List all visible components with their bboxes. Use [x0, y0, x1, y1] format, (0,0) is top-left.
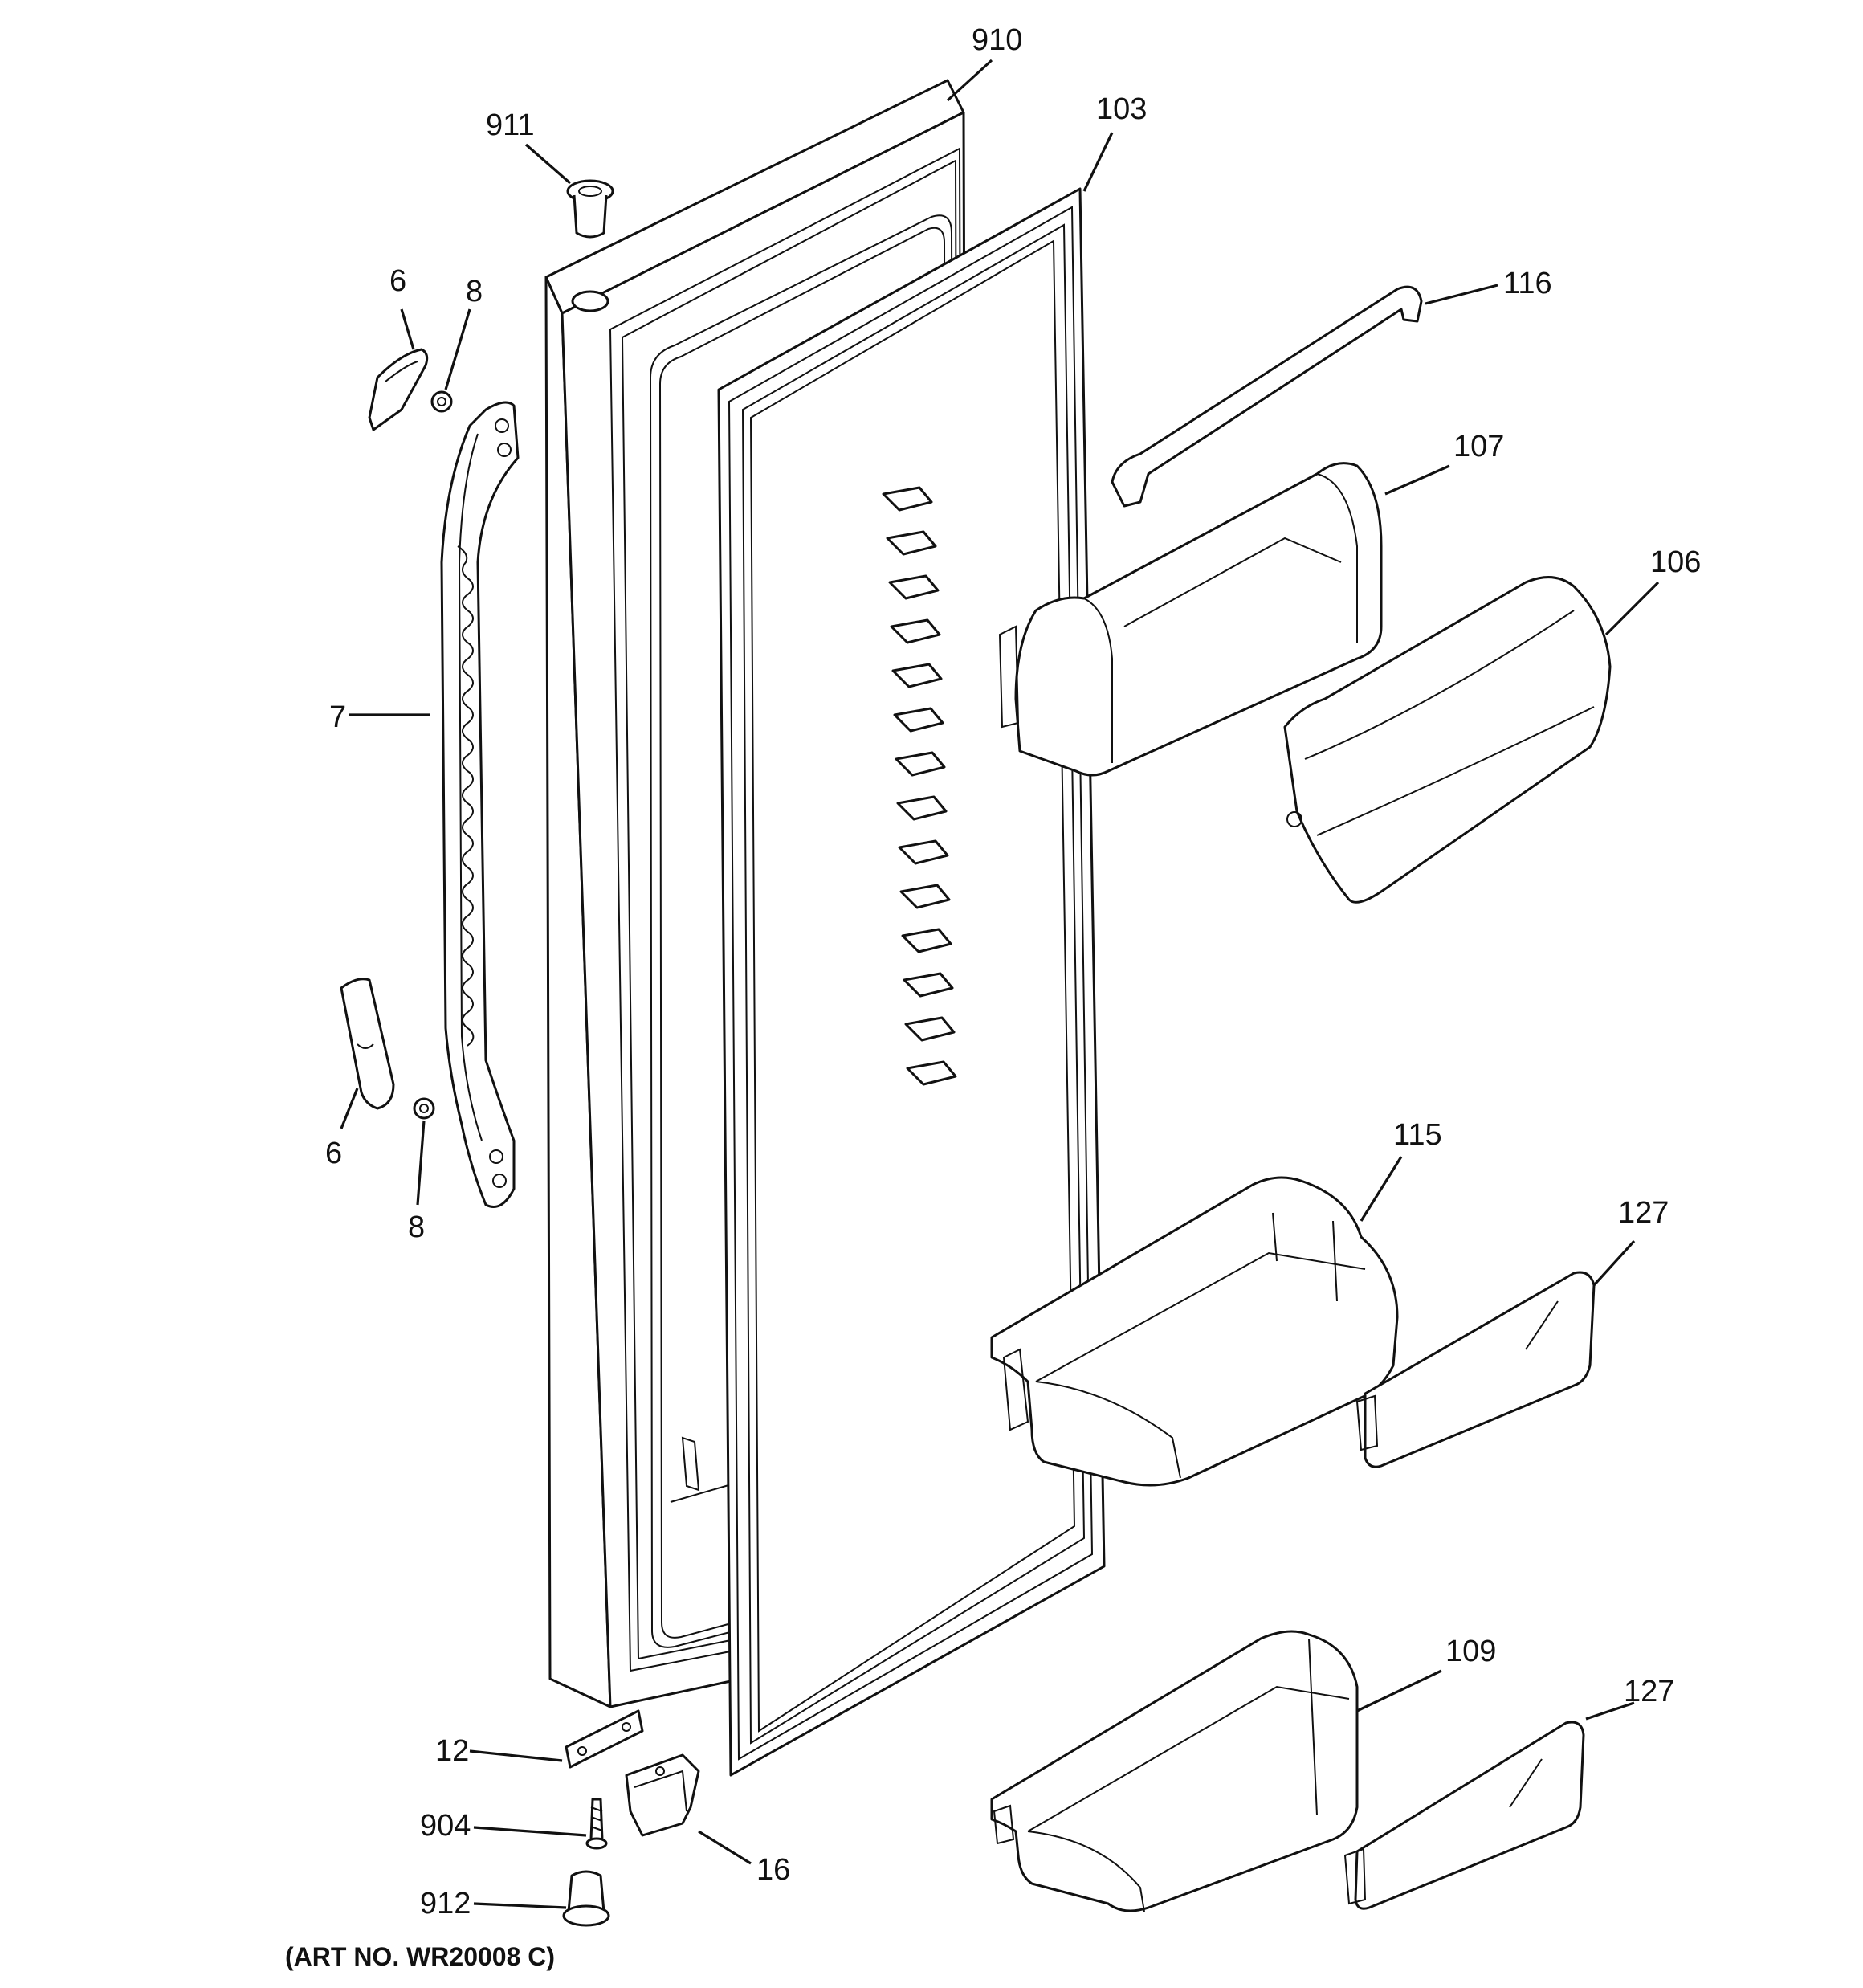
callout-labels: 910 911 103 116 6 8 107 106 7 6 8 115 12…: [285, 23, 1701, 1971]
callout-115: 115: [1393, 1118, 1442, 1152]
bin-front-127-top: [1355, 1271, 1596, 1468]
callout-109: 109: [1445, 1635, 1496, 1668]
callout-106: 106: [1650, 545, 1701, 579]
screw-904: [585, 1798, 608, 1850]
shelf-clips: [882, 486, 957, 1086]
end-cap-top: [368, 348, 429, 431]
door-bin-115: [990, 1176, 1399, 1487]
end-cap-bottom: [340, 978, 395, 1110]
callout-107: 107: [1453, 430, 1504, 463]
bin-front-106: [1283, 576, 1612, 904]
art-number: (ART NO. WR20008 C): [285, 1942, 555, 1971]
screw-top: [430, 390, 453, 413]
callout-911: 911: [486, 108, 535, 142]
callout-7: 7: [329, 700, 346, 734]
callout-103: 103: [1096, 92, 1147, 126]
callout-8-bottom: 8: [408, 1210, 425, 1244]
bushing-912: [562, 1870, 610, 1927]
top-bushing: [571, 290, 609, 312]
callout-16: 16: [756, 1853, 790, 1887]
callout-6-bottom: 6: [325, 1137, 342, 1170]
callout-8-top: 8: [466, 275, 483, 308]
leader-lines: [340, 59, 1660, 1909]
shelf-rail: [1111, 285, 1423, 508]
callout-6-top: 6: [389, 264, 406, 298]
callout-116: 116: [1503, 267, 1552, 300]
hinge-plate-12: [565, 1709, 644, 1769]
callout-127-bottom: 127: [1624, 1675, 1674, 1708]
door-bin-109: [990, 1630, 1359, 1912]
bin-front-127-bottom: [1343, 1721, 1585, 1910]
hinge-bracket-16: [625, 1753, 700, 1837]
callout-912: 912: [420, 1887, 471, 1921]
callout-910: 910: [972, 23, 1022, 57]
callout-127-top: 127: [1618, 1196, 1669, 1230]
cap-911: [566, 179, 614, 239]
callout-904: 904: [420, 1809, 471, 1843]
screw-bottom: [413, 1097, 435, 1120]
callout-12: 12: [435, 1734, 469, 1768]
door-bin-107: [998, 462, 1383, 777]
door-handle: [440, 401, 520, 1208]
